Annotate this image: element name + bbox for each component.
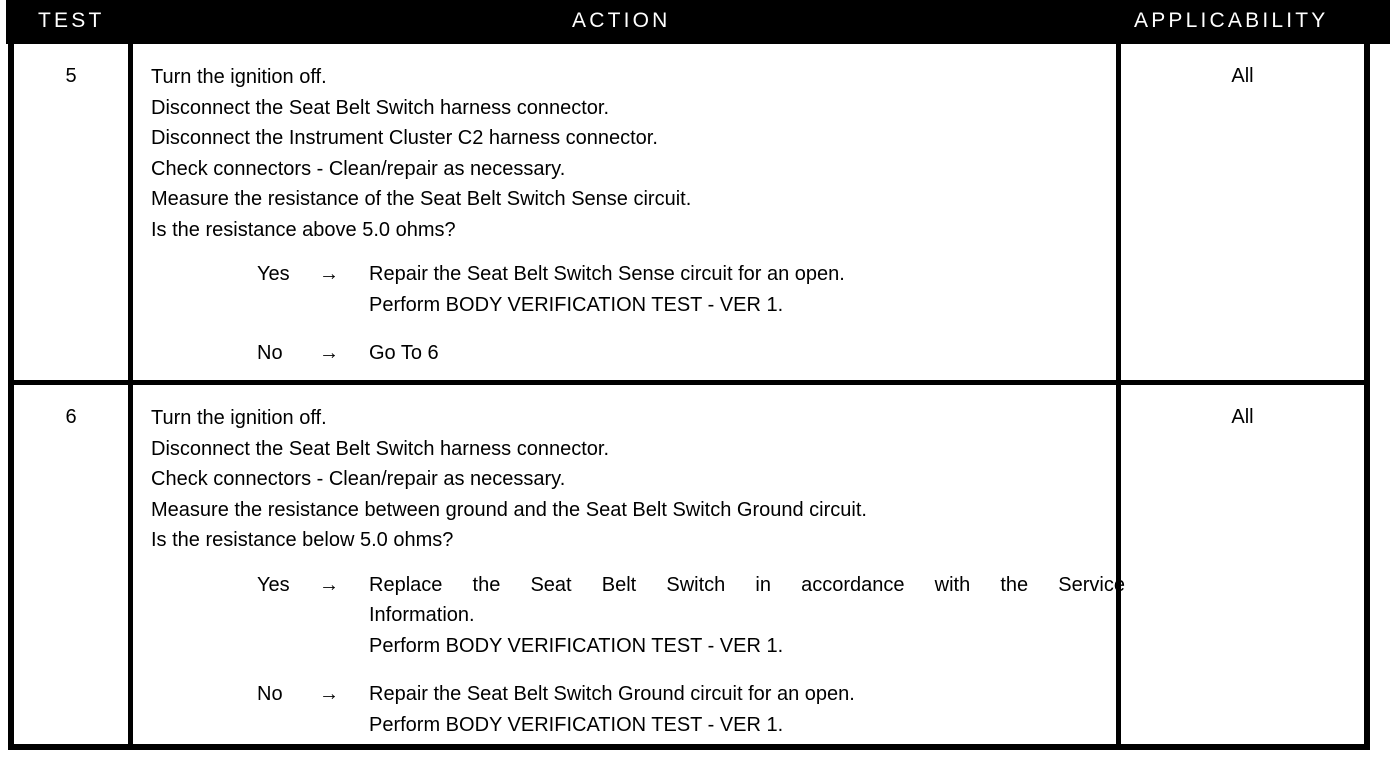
branch-list: Yes → Replace the Seat Belt Switch in ac… [133, 556, 1125, 741]
arrow-right-icon: → [319, 683, 339, 705]
arrow-right-icon: → [319, 342, 339, 364]
cell-action: Turn the ignition off. Disconnect the Se… [133, 44, 1121, 380]
branch-line: Replace the Seat Belt Switch in accordan… [369, 573, 1125, 596]
arrow-right-icon: → [319, 263, 339, 285]
applicability-value: All [1231, 406, 1254, 428]
branch-line: Repair the Seat Belt Switch Ground circu… [369, 683, 855, 705]
branch-line-goto[interactable]: Go To 6 [369, 342, 439, 364]
cell-test-number: 6 [14, 385, 133, 744]
table-row: 6 Turn the ignition off. Disconnect the … [14, 380, 1364, 744]
branch-body: Replace the Seat Belt Switch in accordan… [369, 570, 1125, 662]
applicability-value: All [1231, 65, 1254, 87]
branch-body: Repair the Seat Belt Switch Sense circui… [369, 259, 1116, 320]
action-step: Disconnect the Seat Belt Switch harness … [151, 437, 610, 460]
branch-line: Perform BODY VERIFICATION TEST - VER 1. [369, 634, 784, 657]
branch-label: No [257, 683, 283, 705]
branch-body: Repair the Seat Belt Switch Ground circu… [369, 679, 1116, 740]
action-step: Measure the resistance between ground an… [151, 498, 867, 521]
column-header-applicability: APPLICABILITY [1134, 9, 1329, 32]
table-row: 5 Turn the ignition off. Disconnect the … [14, 44, 1364, 380]
cell-test-number: 5 [14, 44, 133, 380]
branch-yes: Yes → Repair the Seat Belt Switch Sense … [257, 259, 1116, 320]
branch-label: Yes [257, 573, 290, 596]
diagnostic-table: TEST ACTION APPLICABILITY 5 Turn the ign… [6, 0, 1390, 750]
arrow-right-icon: → [319, 573, 339, 596]
cell-applicability: All [1121, 44, 1364, 380]
column-header-test: TEST [38, 9, 105, 32]
cell-applicability: All [1121, 385, 1364, 744]
branch-line: Repair the Seat Belt Switch Sense circui… [369, 263, 845, 285]
action-step: Measure the resistance of the Seat Belt … [151, 188, 692, 210]
branch-no: No → Repair the Seat Belt Switch Ground … [257, 679, 1116, 740]
branch-list: Yes → Repair the Seat Belt Switch Sense … [133, 245, 1116, 369]
action-step-list: Turn the ignition off. Disconnect the Se… [133, 385, 1116, 556]
action-step: Disconnect the Seat Belt Switch harness … [151, 96, 610, 119]
cell-action: Turn the ignition off. Disconnect the Se… [133, 385, 1125, 744]
branch-no: No → Go To 6 [257, 338, 1116, 369]
column-header-action: ACTION [572, 9, 671, 32]
action-step: Is the resistance above 5.0 ohms? [151, 218, 456, 241]
branch-yes: Yes → Replace the Seat Belt Switch in ac… [257, 570, 1125, 662]
action-step: Check connectors - Clean/repair as neces… [151, 468, 566, 490]
action-step: Is the resistance below 5.0 ohms? [151, 529, 454, 551]
branch-line: Perform BODY VERIFICATION TEST - VER 1. [369, 293, 784, 316]
branch-label: No [257, 342, 283, 364]
action-step: Turn the ignition off. [151, 407, 327, 429]
table-header-row: TEST ACTION APPLICABILITY [6, 0, 1390, 44]
action-step: Turn the ignition off. [151, 66, 327, 88]
branch-label: Yes [257, 263, 290, 285]
action-step-list: Turn the ignition off. Disconnect the Se… [133, 44, 1116, 245]
branch-line: Information. [369, 604, 475, 626]
table-body: 5 Turn the ignition off. Disconnect the … [14, 44, 1364, 744]
action-step: Check connectors - Clean/repair as neces… [151, 157, 566, 180]
branch-line: Perform BODY VERIFICATION TEST - VER 1. [369, 713, 784, 736]
action-step: Disconnect the Instrument Cluster C2 har… [151, 127, 658, 149]
test-number: 5 [65, 65, 77, 87]
branch-body: Go To 6 [369, 338, 1116, 369]
test-number: 6 [65, 406, 77, 428]
